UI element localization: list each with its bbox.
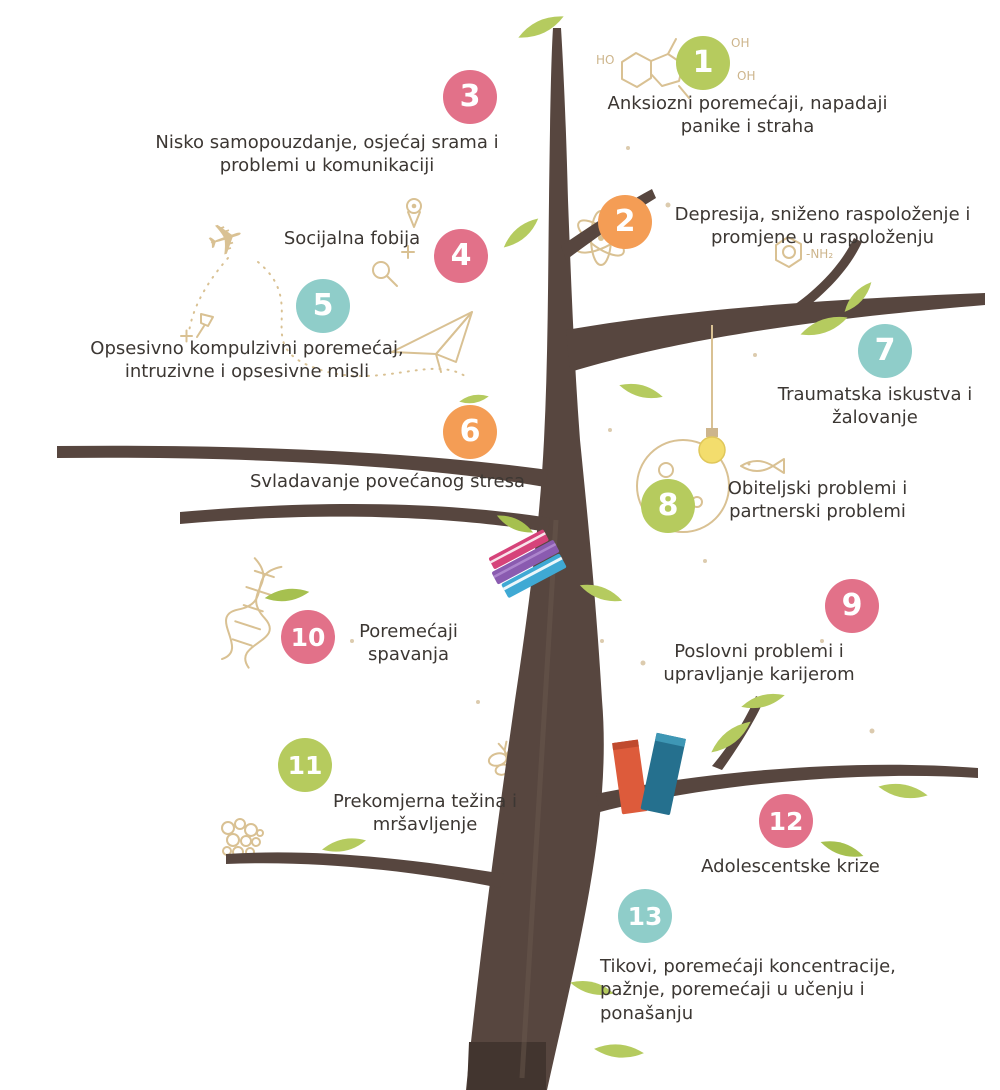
item-13-label: Tikovi, poremećaji koncentracije, pažnje… <box>600 956 896 1024</box>
molecule-label-nh2: -NH₂ <box>806 247 833 261</box>
plus-mark-2 <box>180 329 193 343</box>
item-11-badge: 11 <box>278 738 332 792</box>
trunk-base <box>467 1042 546 1090</box>
item-5-label: Opsesivno kompulzivni poremećaj, intruzi… <box>90 338 404 383</box>
molecule-label-oh1: OH <box>731 36 749 50</box>
right-branch-twig <box>790 238 862 316</box>
item-9-badge: 9 <box>825 579 879 633</box>
left-lower-branch <box>180 504 550 532</box>
leaves <box>264 16 928 1058</box>
plus-mark-1 <box>401 245 415 259</box>
item-7-badge: 7 <box>858 324 912 378</box>
item-11-label: Prekomjerna težina i mršavljenje <box>332 791 517 836</box>
paper-plane-sketch <box>391 311 473 373</box>
item-2-label: Depresija, sniženo raspoloženje i promje… <box>674 204 971 249</box>
item-3-badge: 3 <box>443 70 497 124</box>
item-6-label: Svladavanje povećanog stresa <box>249 471 526 492</box>
magnifier-sketch <box>372 261 398 287</box>
molecule-label-oh2: OH <box>737 69 755 83</box>
item-10-label: Poremećaji spavanja <box>359 621 458 666</box>
item-8-badge: 8 <box>641 479 695 533</box>
item-4-badge: 4 <box>434 229 488 283</box>
item-4-label: Socijalna fobija <box>283 228 421 249</box>
item-12-badge: 12 <box>759 794 813 848</box>
berries-sketch <box>221 818 264 858</box>
item-2-badge: 2 <box>598 195 652 249</box>
trunk-highlight <box>519 519 559 1079</box>
book-pair <box>612 732 686 815</box>
benzene-nh2-sketch: -NH₂ <box>775 236 833 268</box>
lightbulb-sketch <box>698 325 726 464</box>
book-stack <box>489 529 567 598</box>
item-7-label: Traumatska iskustva i žalovanje <box>777 384 973 429</box>
dotted-flightpath-2 <box>188 257 229 333</box>
item-12-label: Adolescentske krize <box>701 856 880 877</box>
bottom-left-branch <box>226 852 504 888</box>
serotonin-molecule-sketch: HO OH OH <box>596 36 755 99</box>
airplane-icon: ✈ <box>201 210 252 270</box>
location-pin-sketch <box>406 198 422 228</box>
item-8-label: Obiteljski problemi i partnerski problem… <box>727 478 908 523</box>
item-13-badge: 13 <box>618 889 672 943</box>
item-9-label: Poslovni problemi i upravljanje karijero… <box>663 641 855 686</box>
fish-sketch <box>740 458 785 474</box>
molecule-label-ho: HO <box>596 53 614 67</box>
left-long-branch <box>57 445 548 487</box>
pushpin-sketch <box>196 313 214 338</box>
item-1-label: Anksiozni poremećaji, napadaji panike i … <box>607 93 888 138</box>
main-right-branch <box>566 293 985 372</box>
item-5-badge: 5 <box>296 279 350 333</box>
item-3-label: Nisko samopouzdanje, osjećaj srama i pro… <box>155 132 499 177</box>
item-6-badge: 6 <box>443 405 497 459</box>
dna-sketch <box>220 557 283 669</box>
item-1-badge: 1 <box>676 36 730 90</box>
item-10-badge: 10 <box>281 610 335 664</box>
